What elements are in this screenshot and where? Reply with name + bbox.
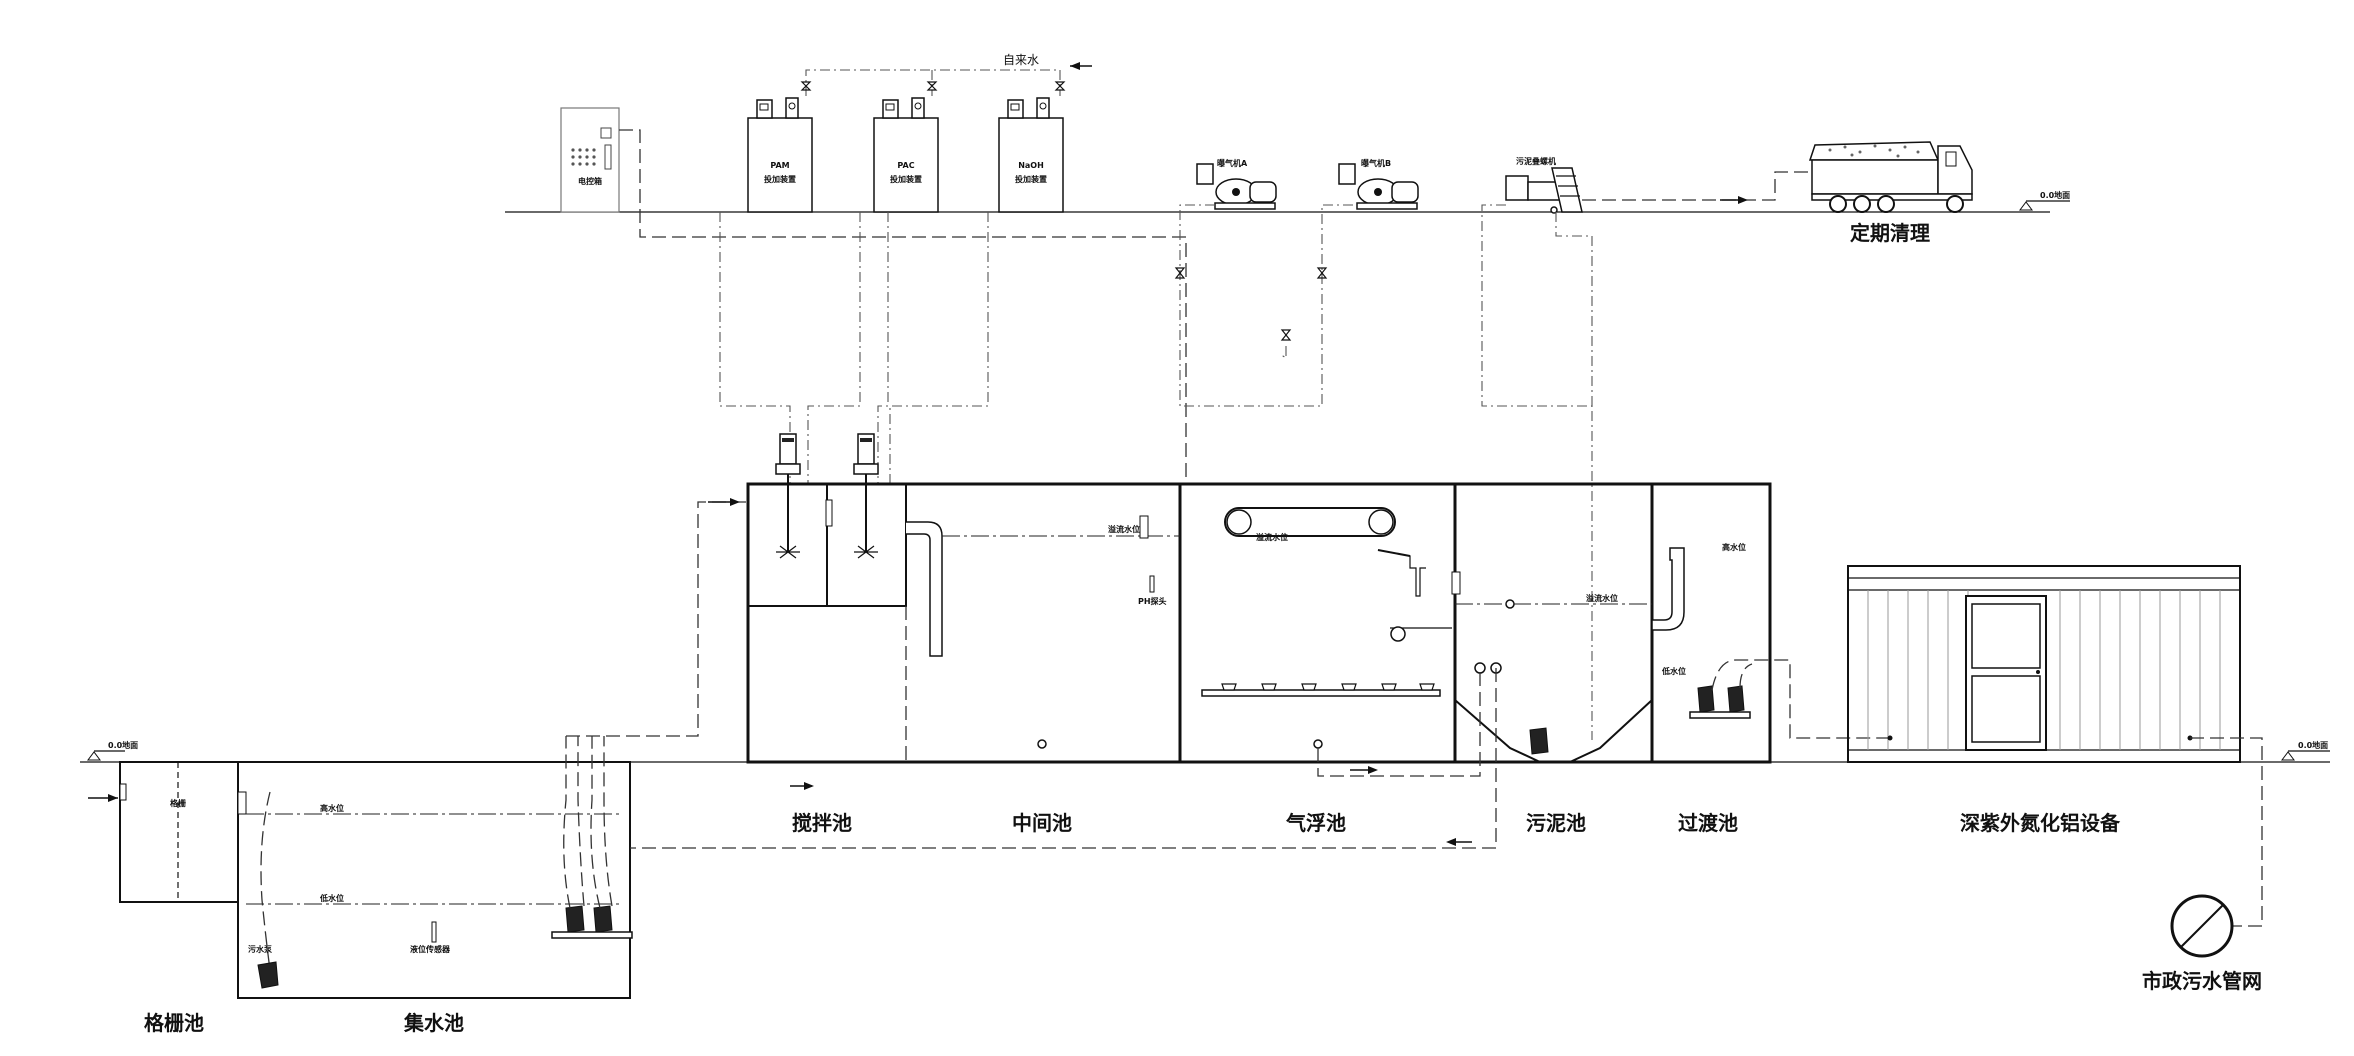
underground-pipes bbox=[630, 668, 1497, 849]
overflow-level-float: 溢流水位 bbox=[1256, 532, 1288, 542]
grille-tank: 格栅 格栅池 bbox=[88, 761, 239, 1035]
flotation-tank-label: 气浮池 bbox=[1285, 811, 1346, 835]
middle-tank-label: 中间池 bbox=[1012, 811, 1072, 835]
ground-marker-right: 0.0地面 bbox=[2281, 740, 2330, 761]
middle-section: 溢流水位 PH探头 中间池 bbox=[906, 515, 1180, 835]
dosing-unit-naoh: NaOH 投加装置 bbox=[998, 97, 1064, 213]
sludge-feed-line bbox=[1481, 204, 1593, 740]
tap-water-label: 自来水 bbox=[1003, 53, 1039, 67]
sewage-pump-label: 污水泵 bbox=[248, 944, 272, 954]
dosing-unit-pam: PAM 投加装置 bbox=[747, 97, 813, 213]
pac-label-2: 投加装置 bbox=[890, 174, 922, 184]
ground-label-right: 0.0地面 bbox=[2298, 740, 2328, 750]
blower-a: 曝气机A bbox=[1196, 158, 1277, 210]
collect-tank-label: 集水池 bbox=[403, 1011, 464, 1035]
sludge-press: 污泥叠螺机 bbox=[1505, 156, 1583, 214]
tap-water-line: 自来水 bbox=[800, 53, 1092, 96]
pam-label-1: PAM bbox=[770, 161, 789, 170]
overflow-level-sludge: 溢流水位 bbox=[1586, 593, 1618, 603]
ph-probe-label: PH探头 bbox=[1138, 596, 1167, 606]
ground-label-mid: 0.0地面 bbox=[2040, 190, 2070, 200]
collect-high-level: 高水位 bbox=[320, 803, 344, 813]
blower-b: 曝气机B bbox=[1338, 158, 1419, 210]
sludge-press-label: 污泥叠螺机 bbox=[1516, 156, 1556, 166]
control-cabinet: 电控箱 bbox=[560, 107, 620, 213]
control-cable bbox=[619, 129, 1187, 484]
collection-tank: 高水位 低水位 污水泵 液位传感器 集水池 bbox=[237, 736, 633, 1035]
naoh-label-1: NaOH bbox=[1018, 161, 1044, 170]
grille-tank-label: 格栅池 bbox=[144, 1011, 204, 1035]
overflow-level-mid: 溢流水位 bbox=[1108, 524, 1140, 534]
grille-inner-label: 格栅 bbox=[170, 798, 186, 808]
sludge-section: 溢流水位 污泥池 bbox=[1454, 593, 1653, 835]
ground-marker-mid: 0.0地面 bbox=[2019, 190, 2070, 211]
trans-high-level: 高水位 bbox=[1722, 542, 1746, 552]
blower-b-label: 曝气机B bbox=[1361, 158, 1391, 168]
collect-low-level: 低水位 bbox=[319, 893, 344, 903]
pam-label-2: 投加装置 bbox=[764, 174, 796, 184]
sludge-discharge-line bbox=[1582, 171, 1810, 204]
dosing-unit-pac: PAC 投加装置 bbox=[873, 97, 939, 213]
sludge-truck: 定期清理 bbox=[1808, 141, 1973, 245]
naoh-label-2: 投加装置 bbox=[1015, 174, 1047, 184]
air-lines bbox=[1174, 204, 1357, 407]
uv-device-container: 深紫外氮化铝设备 bbox=[1847, 565, 2241, 835]
periodic-clean-label: 定期清理 bbox=[1850, 221, 1930, 245]
sludge-tank-label: 污泥池 bbox=[1526, 811, 1586, 835]
municipal-discharge: 市政污水管网 bbox=[2142, 737, 2263, 993]
mixing-section: 搅拌池 bbox=[747, 433, 907, 835]
flotation-section: 溢流水位 气浮池 bbox=[1201, 507, 1461, 835]
uv-device-label: 深紫外氮化铝设备 bbox=[1960, 811, 2121, 835]
pac-label-1: PAC bbox=[897, 161, 914, 170]
blower-a-label: 曝气机A bbox=[1217, 158, 1248, 168]
transition-tank-label: 过渡池 bbox=[1678, 811, 1738, 835]
municipal-label: 市政污水管网 bbox=[2142, 969, 2262, 993]
lift-pipe bbox=[566, 498, 748, 737]
dosing-lines bbox=[719, 212, 989, 484]
transition-section: 高水位 低水位 过渡池 bbox=[1651, 542, 1890, 835]
trans-low-level: 低水位 bbox=[1661, 666, 1686, 676]
mixing-tank-label: 搅拌池 bbox=[792, 811, 852, 835]
ground-label-left: 0.0地面 bbox=[108, 740, 138, 750]
control-cabinet-label: 电控箱 bbox=[578, 176, 602, 186]
ground-marker-left: 0.0地面 bbox=[87, 740, 138, 761]
level-sensor-label: 液位传感器 bbox=[410, 944, 451, 954]
